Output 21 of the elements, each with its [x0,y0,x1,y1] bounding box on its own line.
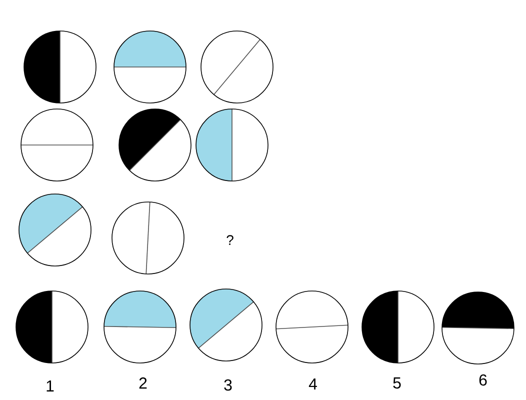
half-circle-figure [114,30,186,104]
half-circle-figure [112,202,184,274]
option-number: 2 [139,377,147,389]
option-number: 3 [224,379,232,391]
half-circle-figure [362,290,434,364]
question-mark: ? [226,235,234,245]
half-circle-figure [196,108,268,182]
half-circle-figure [190,288,262,362]
half-circle-figure [200,30,274,104]
half-circle-figure [20,108,94,182]
half-circle-figure [442,292,514,364]
option-number: 1 [46,380,54,392]
option-number: 4 [308,378,317,390]
half-circle-figure [104,290,176,364]
option-number: 6 [479,374,487,386]
half-circle-figure [24,30,96,104]
half-circle-figure [18,194,92,266]
half-circle-figure [16,290,88,364]
half-circle-figure [118,108,192,182]
option-number: 5 [393,377,401,389]
half-circle-figure [276,290,348,364]
